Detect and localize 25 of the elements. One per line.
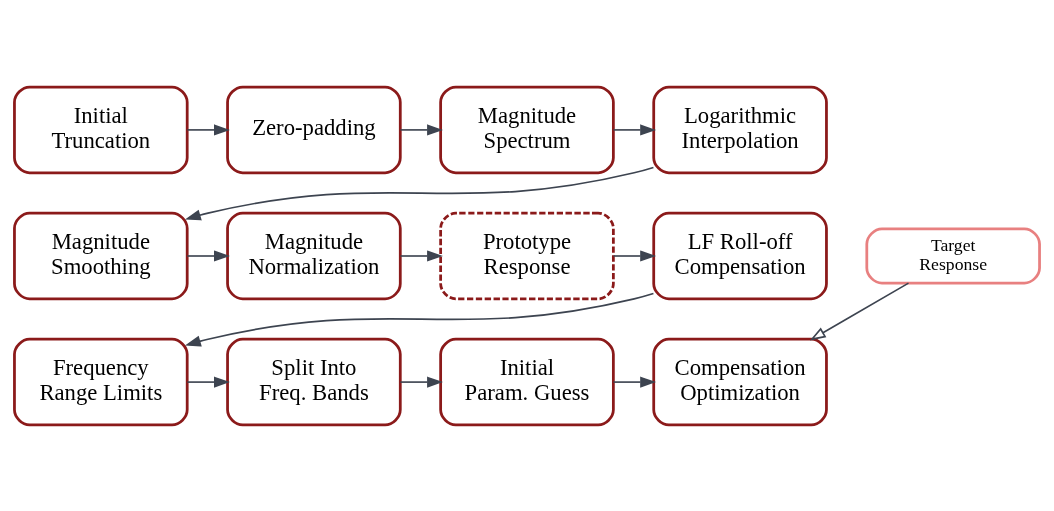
arrow [399, 249, 443, 262]
arrow [399, 123, 443, 135]
node-box: Logarithmic Interpolation [652, 85, 828, 174]
node-box: Initial Truncation [13, 85, 189, 174]
node-box: Magnitude Normalization [226, 211, 402, 300]
node-box: Prototype Response [439, 211, 615, 300]
arrow [184, 292, 655, 347]
arrow [184, 166, 655, 220]
arrow [399, 376, 443, 388]
node-box: Frequency Range Limits [13, 337, 189, 426]
node-box: Target Response [865, 227, 1041, 284]
node-box: LF Roll-off Compensation [652, 211, 828, 300]
node-box: Magnitude Spectrum [439, 85, 615, 174]
arrow [809, 281, 910, 340]
arrow [186, 376, 230, 388]
arrow [612, 249, 657, 262]
arrow [186, 249, 230, 262]
arrow [612, 123, 657, 135]
arrow [612, 376, 657, 388]
node-box: Compensation Optimization [652, 337, 828, 426]
node-box: Initial Param. Guess [439, 337, 615, 426]
node-box: Split Into Freq. Bands [226, 337, 402, 426]
node-box: Magnitude Smoothing [13, 211, 189, 300]
node-box: Zero-padding [226, 85, 402, 174]
arrow [186, 123, 230, 135]
